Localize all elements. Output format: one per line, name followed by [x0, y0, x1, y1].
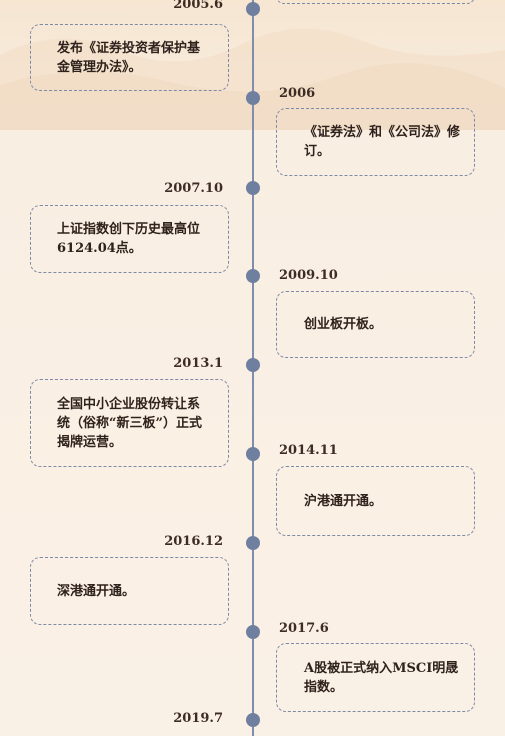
timeline-card-text: 《证券法》和《公司法》修订。	[304, 125, 461, 159]
timeline-card-text: 全国中小企业股份转让系统（俗称“新三板”）正式揭牌运营。	[57, 396, 202, 450]
timeline-card-text: 上证指数创下历史最高位6124.04点。	[57, 222, 201, 256]
timeline-dot	[246, 625, 260, 639]
timeline-dot	[246, 91, 260, 105]
timeline-card: 上证指数创下历史最高位6124.04点。	[30, 205, 229, 273]
timeline-dot	[246, 536, 260, 550]
timeline-card-partial	[276, 0, 475, 4]
timeline-card: 《证券法》和《公司法》修订。	[276, 108, 475, 176]
timeline-year: 2019.7	[173, 711, 223, 726]
timeline-dot	[246, 358, 260, 372]
timeline-card: 全国中小企业股份转让系统（俗称“新三板”）正式揭牌运营。	[30, 379, 229, 467]
timeline-dot	[246, 2, 260, 16]
timeline-card-text: 发布《证券投资者保护基金管理办法》。	[57, 40, 201, 75]
timeline-year: 2007.10	[164, 181, 223, 196]
timeline-card: 创业板开板。	[276, 291, 475, 358]
timeline-card: A股被正式纳入MSCI明晟指数。	[276, 643, 475, 712]
timeline-year: 2006	[279, 86, 316, 101]
timeline-card-text: A股被正式纳入MSCI明晟指数。	[304, 660, 459, 695]
timeline-year: 2005.6	[173, 0, 223, 12]
timeline-year: 2014.11	[279, 443, 338, 458]
timeline-card-text: 创业板开板。	[304, 317, 383, 332]
timeline-card-text: 深港通开通。	[57, 583, 136, 599]
timeline-card: 沪港通开通。	[276, 466, 475, 536]
timeline-dot	[246, 447, 260, 461]
timeline-dot	[246, 181, 260, 195]
timeline-card: 发布《证券投资者保护基金管理办法》。	[30, 24, 229, 91]
timeline-dot	[246, 713, 260, 727]
timeline-year: 2017.6	[279, 621, 329, 636]
timeline-year: 2009.10	[279, 268, 338, 283]
timeline-dot	[246, 269, 260, 283]
timeline-card: 深港通开通。	[30, 557, 229, 625]
timeline-year: 2013.1	[173, 356, 223, 371]
timeline-card-text: 沪港通开通。	[304, 493, 383, 509]
timeline-year: 2016.12	[164, 534, 223, 549]
